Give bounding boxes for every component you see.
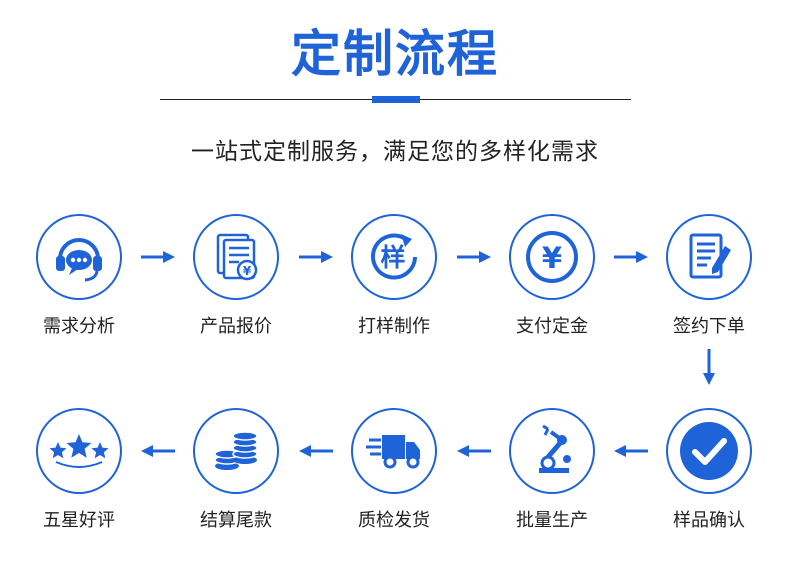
step-mass-production: 批量生产 bbox=[487, 408, 617, 532]
step-label: 支付定金 bbox=[516, 316, 588, 337]
step-final-payment: 结算尾款 bbox=[171, 408, 301, 532]
step-pay-deposit: ¥ 支付定金 bbox=[487, 214, 617, 338]
contract-pen-icon bbox=[689, 233, 731, 279]
arrow-right-icon bbox=[299, 251, 333, 263]
step-requirement-analysis: 需求分析 bbox=[14, 214, 144, 338]
step-label: 结算尾款 bbox=[200, 510, 272, 531]
arrow-left-icon bbox=[457, 445, 491, 457]
checkmark-icon bbox=[680, 422, 738, 480]
step-label: 批量生产 bbox=[516, 510, 588, 531]
svg-text:样: 样 bbox=[380, 243, 405, 272]
step-inspection-shipping: 质检发货 bbox=[329, 408, 459, 532]
step-sample-making: 样 打样制作 bbox=[329, 214, 459, 338]
quote-document-icon: ¥ bbox=[216, 233, 258, 281]
step-label: 打样制作 bbox=[358, 316, 430, 337]
arrow-down-icon bbox=[703, 349, 715, 385]
arrow-left-icon bbox=[141, 445, 175, 457]
page-subtitle: 一站式定制服务，满足您的多样化需求 bbox=[191, 139, 599, 165]
arrow-left-icon bbox=[299, 445, 333, 457]
page-title: 定制流程 bbox=[291, 25, 499, 83]
delivery-truck-icon bbox=[366, 435, 420, 469]
step-five-star-review: 五星好评 bbox=[14, 408, 144, 532]
step-label: 五星好评 bbox=[43, 510, 115, 531]
arrow-right-icon bbox=[614, 251, 648, 263]
coin-stack-icon bbox=[214, 431, 258, 470]
step-product-quote: ¥ 产品报价 bbox=[171, 214, 301, 338]
step-sample-confirm: 样品确认 bbox=[644, 408, 774, 532]
customer-service-headset-icon bbox=[56, 238, 102, 282]
step-label: 签约下单 bbox=[673, 316, 745, 337]
title-divider-accent bbox=[372, 96, 420, 103]
step-label: 质检发货 bbox=[358, 510, 430, 531]
arrow-right-icon bbox=[457, 251, 491, 263]
yuan-coin-icon: ¥ bbox=[526, 231, 578, 283]
step-sign-order: 签约下单 bbox=[644, 214, 774, 338]
sample-cycle-icon: 样 bbox=[371, 233, 417, 280]
five-star-icon bbox=[49, 434, 109, 468]
step-label: 需求分析 bbox=[43, 316, 115, 337]
step-label: 产品报价 bbox=[200, 316, 272, 337]
svg-text:¥: ¥ bbox=[243, 264, 252, 278]
robot-arm-icon bbox=[539, 424, 571, 473]
step-label: 样品确认 bbox=[673, 510, 745, 531]
arrow-left-icon bbox=[614, 445, 648, 457]
svg-text:¥: ¥ bbox=[542, 241, 562, 275]
arrow-right-icon bbox=[141, 251, 175, 263]
